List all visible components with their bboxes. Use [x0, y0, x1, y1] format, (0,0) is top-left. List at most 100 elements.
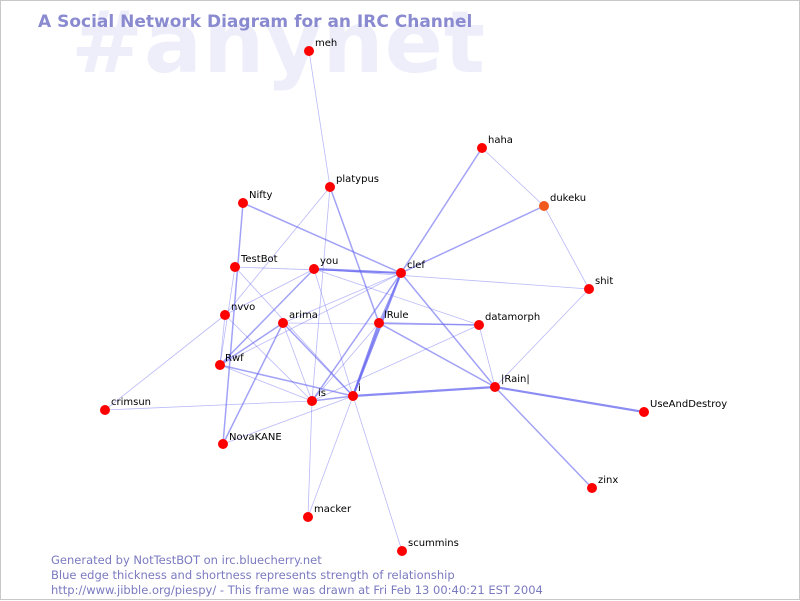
node-dot[interactable] — [474, 320, 484, 330]
node-dot[interactable] — [100, 405, 110, 415]
channel-watermark: #anynet — [71, 0, 487, 93]
node-label: UseAndDestroy — [650, 399, 727, 410]
node-label: lRule — [384, 310, 409, 321]
node-label: platypus — [336, 174, 379, 185]
node-arima[interactable]: arima — [278, 310, 318, 328]
node-label: |Rain| — [501, 374, 530, 385]
node-dot[interactable] — [230, 262, 240, 272]
edge-platypus-IRule — [329, 186, 380, 324]
node-dot[interactable] — [539, 201, 549, 211]
node-label: scummins — [408, 538, 459, 549]
diagram-title: A Social Network Diagram for an IRC Chan… — [38, 12, 473, 32]
edge-shit-you — [313, 268, 590, 290]
node-label: zinx — [598, 475, 618, 486]
node-label: clef — [407, 260, 425, 271]
node-UseAndDestroy[interactable]: UseAndDestroy — [639, 399, 727, 417]
footer-generated-by: Generated by NotTestBOT on irc.bluecherr… — [51, 553, 322, 567]
edge-clef-is — [311, 272, 402, 402]
node-label: Rwf — [225, 353, 244, 364]
node-dot[interactable] — [325, 182, 335, 192]
edge-arima-i — [282, 322, 354, 397]
edge-nvvo-is — [224, 314, 313, 402]
node-dot[interactable] — [309, 264, 319, 274]
node-label: Nifty — [249, 190, 273, 201]
node-label: haha — [488, 135, 513, 146]
edge-i-macker — [307, 395, 354, 518]
edge-IRule-Rain — [378, 322, 496, 388]
node-scummins[interactable]: scummins — [397, 538, 459, 556]
node-Nifty[interactable]: Nifty — [238, 190, 273, 208]
node-dot[interactable] — [218, 439, 228, 449]
edge-crimsun-is — [104, 400, 313, 411]
node-dot[interactable] — [304, 46, 314, 56]
edge-haha-dukeku — [481, 147, 545, 207]
node-Rain[interactable]: |Rain| — [490, 374, 530, 392]
node-dot[interactable] — [348, 391, 358, 401]
edge-dukeku-shit — [543, 205, 590, 290]
node-dot[interactable] — [396, 268, 406, 278]
node-dot[interactable] — [238, 198, 248, 208]
node-dot[interactable] — [374, 318, 384, 328]
node-shit[interactable]: shit — [584, 276, 613, 294]
node-label: you — [320, 256, 338, 267]
node-label: meh — [315, 38, 337, 49]
node-is[interactable]: is — [307, 388, 326, 406]
node-macker[interactable]: macker — [303, 504, 352, 522]
edge-i-NovaKANE — [222, 395, 354, 445]
edge-you-datamorph — [313, 268, 480, 326]
edge-i-scummins — [352, 395, 403, 552]
footer: Generated by NotTestBOT on irc.bluecherr… — [51, 553, 543, 598]
node-Rwf[interactable]: Rwf — [215, 353, 244, 370]
edge-arima-Rwf — [219, 322, 284, 366]
edge-clef-arima — [282, 272, 402, 324]
node-crimsun[interactable]: crimsun — [100, 397, 151, 415]
edge-you-nvvo — [224, 268, 315, 316]
edge-shit-Rain — [494, 288, 590, 388]
node-clef[interactable]: clef — [396, 260, 425, 278]
edge-clef-Rwf — [219, 272, 402, 366]
node-dot[interactable] — [490, 382, 500, 392]
edge-you-clef — [313, 267, 402, 275]
node-zinx[interactable]: zinx — [587, 475, 618, 493]
edge-platypus-nvvo — [224, 186, 331, 316]
node-haha[interactable]: haha — [477, 135, 513, 153]
node-dot[interactable] — [587, 483, 597, 493]
node-label: NovaKANE — [229, 432, 282, 443]
edge-meh-platypus — [308, 50, 331, 188]
node-nvvo[interactable]: nvvo — [220, 302, 255, 320]
node-datamorph[interactable]: datamorph — [474, 312, 540, 330]
edge-haha-clef — [400, 147, 483, 274]
node-dot[interactable] — [278, 318, 288, 328]
node-dot[interactable] — [639, 407, 649, 417]
edge-i-Rain — [352, 385, 496, 398]
node-dot[interactable] — [307, 396, 317, 406]
node-meh[interactable]: meh — [304, 38, 337, 56]
node-NovaKANE[interactable]: NovaKANE — [218, 432, 282, 449]
node-dot[interactable] — [215, 360, 225, 370]
edge-arima-NovaKANE — [222, 322, 284, 445]
node-dot[interactable] — [584, 284, 594, 294]
node-dot[interactable] — [397, 546, 407, 556]
node-dot[interactable] — [303, 512, 313, 522]
footer-link-timestamp[interactable]: http://www.jibble.org/piespy/ - This fra… — [51, 583, 543, 597]
node-label: dukeku — [550, 193, 586, 204]
node-TestBot[interactable]: TestBot — [230, 254, 278, 272]
edge-you-i — [313, 268, 354, 397]
edge-Rwf-is — [219, 364, 313, 402]
node-IRule[interactable]: lRule — [374, 310, 409, 328]
node-dot[interactable] — [220, 310, 230, 320]
node-platypus[interactable]: platypus — [325, 174, 379, 192]
node-i[interactable]: i — [348, 383, 361, 401]
edge-Rain-datamorph — [478, 324, 496, 388]
footer-legend-note: Blue edge thickness and shortness repres… — [51, 568, 455, 582]
edge-nvvo-crimsun — [104, 314, 226, 411]
node-dukeku[interactable]: dukeku — [539, 193, 586, 211]
node-label: arima — [289, 310, 318, 321]
edge-nvvo-Rwf — [219, 314, 226, 366]
node-dot[interactable] — [477, 143, 487, 153]
edge-IRule-datamorph — [378, 322, 480, 326]
node-you[interactable]: you — [309, 256, 338, 274]
